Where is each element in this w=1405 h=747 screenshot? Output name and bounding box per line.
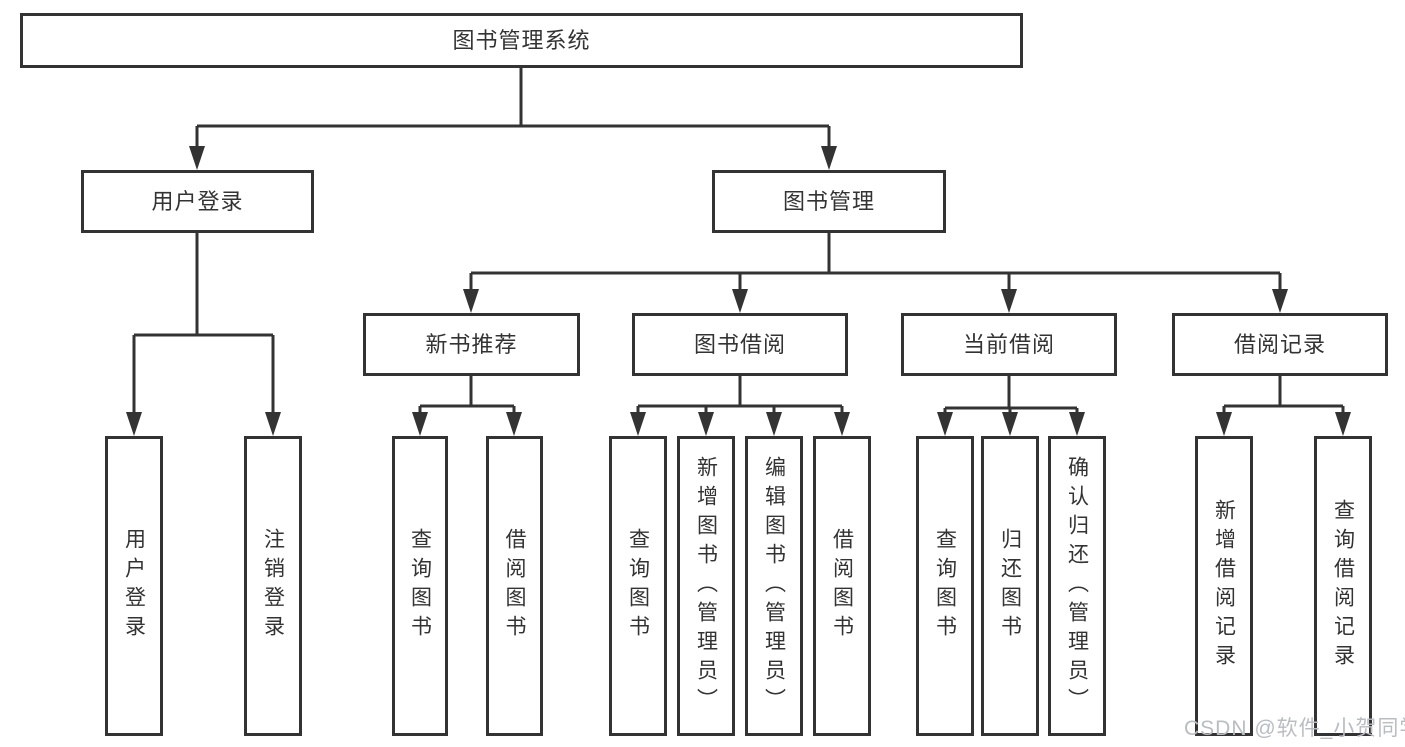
node-library-management-system: 图书管理系统	[20, 13, 1023, 68]
node-book-borrowing: 图书借阅	[632, 313, 848, 376]
leaf-logout-login: 注销登录	[244, 436, 302, 736]
node-borrowing-records: 借阅记录	[1172, 313, 1388, 376]
leaf-confirm-return-admin: 确认归还（管理员）	[1048, 436, 1106, 736]
leaf-query-books-borrowing: 查询图书	[609, 436, 667, 736]
leaf-borrow-books-recommend: 借阅图书	[486, 436, 543, 736]
leaf-query-books-current: 查询图书	[916, 436, 974, 736]
leaf-user-login: 用户登录	[105, 436, 163, 736]
node-new-book-recommendation: 新书推荐	[363, 313, 580, 376]
leaf-query-books-recommend: 查询图书	[392, 436, 448, 736]
leaf-add-books-admin: 新增图书（管理员）	[677, 436, 735, 736]
leaf-edit-books-admin: 编辑图书（管理员）	[745, 436, 803, 736]
leaf-add-borrow-record: 新增借阅记录	[1195, 436, 1253, 736]
leaf-return-books: 归还图书	[981, 436, 1039, 736]
watermark-csdn: CSDN @软件_小贺同学	[1184, 717, 1405, 740]
node-book-management: 图书管理	[712, 170, 946, 233]
node-current-borrowing: 当前借阅	[901, 313, 1117, 376]
leaf-borrow-books-borrowing: 借阅图书	[813, 436, 871, 736]
leaf-query-borrow-record: 查询借阅记录	[1314, 436, 1372, 736]
node-user-login: 用户登录	[81, 170, 314, 233]
